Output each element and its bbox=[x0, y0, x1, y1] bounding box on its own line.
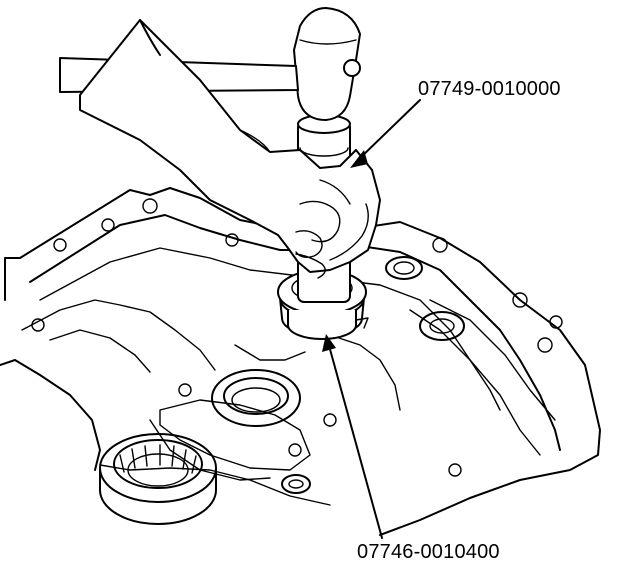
part-number-driver-handle: 07749-0010000 bbox=[418, 78, 561, 100]
leader-lines bbox=[322, 99, 421, 539]
bosses-and-seals bbox=[211, 256, 465, 494]
part-number-attachment: 07746-0010400 bbox=[357, 541, 500, 563]
bearing-ring bbox=[99, 433, 217, 525]
bolt-holes bbox=[31, 198, 563, 477]
hands bbox=[79, 19, 381, 279]
